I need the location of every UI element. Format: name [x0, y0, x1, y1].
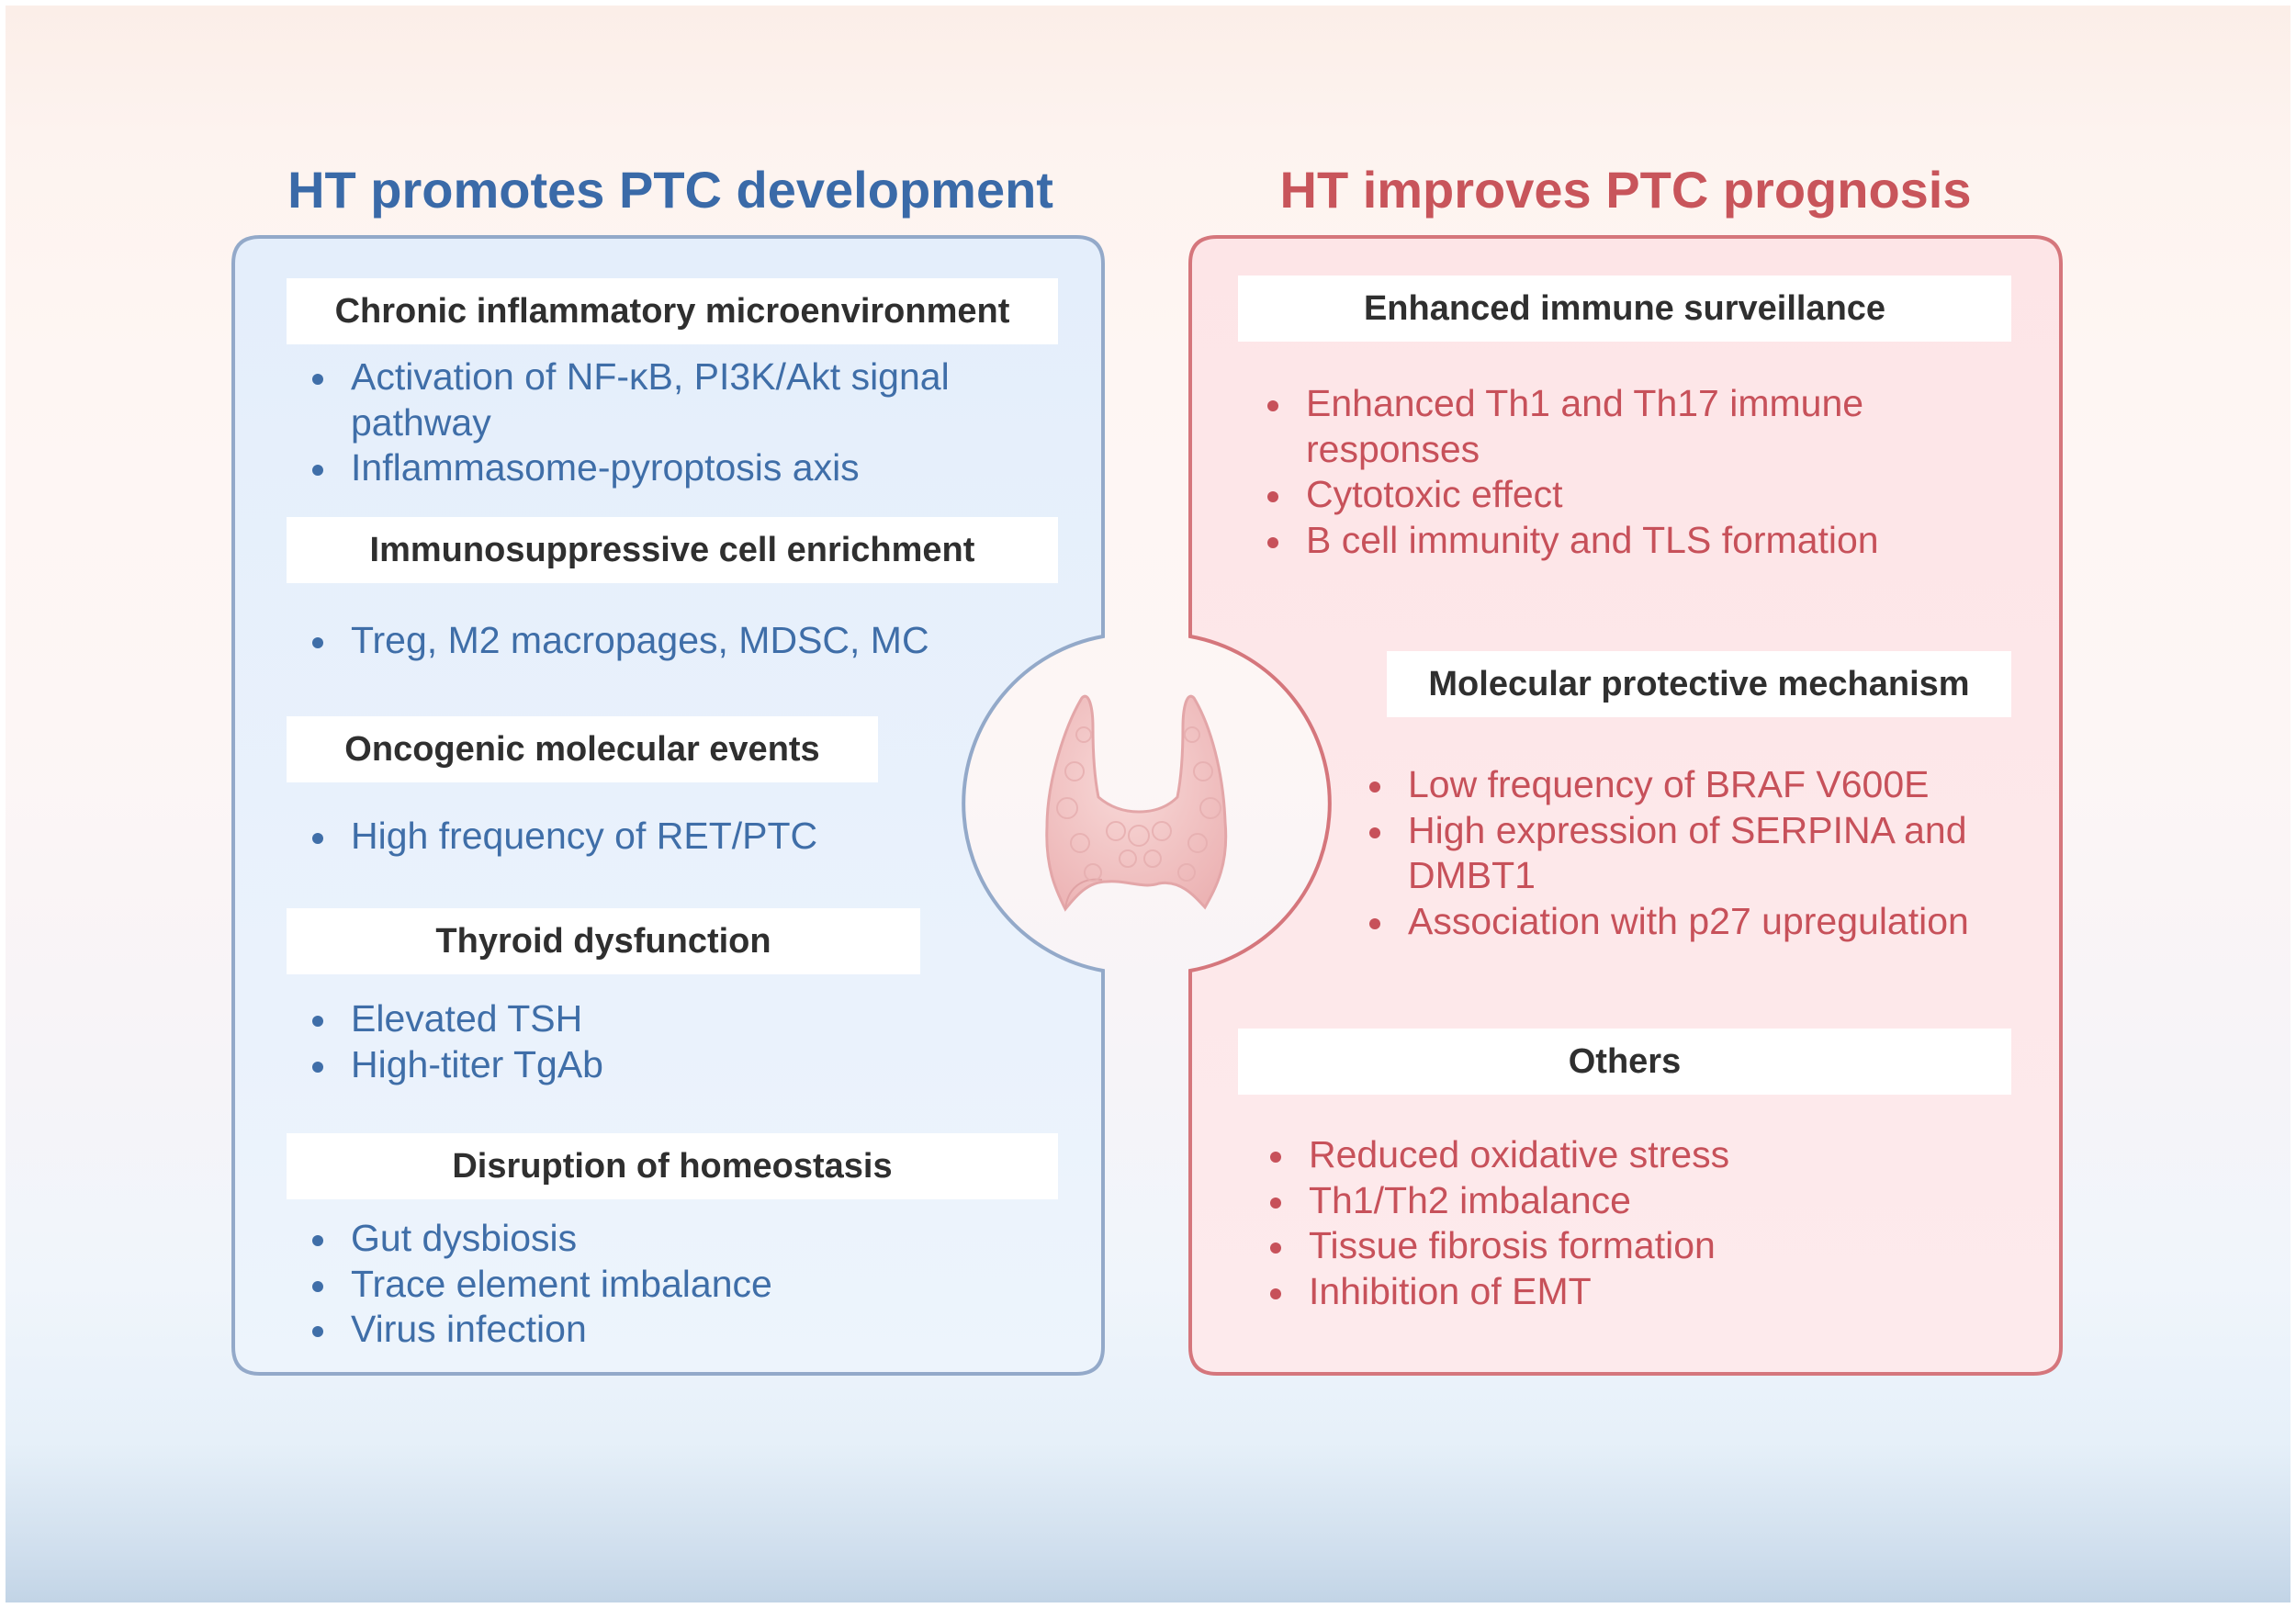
left-section-list-4: Elevated TSH High-titer TgAb [310, 996, 1044, 1087]
right-section-list-2: Low frequency of BRAF V600E High express… [1367, 762, 2028, 944]
right-panel-title: HT improves PTC prognosis [1279, 161, 1972, 219]
list-item: Low frequency of BRAF V600E [1367, 762, 2028, 808]
list-item: High expression of SERPINA and DMBT1 [1367, 808, 2028, 899]
left-section-header-1: Chronic inflammatory microenvironment [287, 278, 1058, 344]
right-section-list-1: Enhanced Th1 and Th17 immune responses C… [1265, 381, 1999, 563]
left-section-header-4: Thyroid dysfunction [287, 908, 920, 974]
left-panel-title: HT promotes PTC development [287, 161, 1053, 219]
left-section-list-2: Treg, M2 macropages, MDSC, MC [310, 618, 1044, 664]
thyroid-gland-icon [1045, 694, 1228, 912]
list-item: Tissue fibrosis formation [1267, 1223, 2002, 1269]
right-section-header-1: Enhanced immune surveillance [1238, 275, 2011, 342]
left-section-header-3: Oncogenic molecular events [287, 716, 878, 782]
left-section-list-5: Gut dysbiosis Trace element imbalance Vi… [310, 1216, 1044, 1353]
right-section-header-2: Molecular protective mechanism [1387, 651, 2011, 717]
list-item: Gut dysbiosis [310, 1216, 1044, 1262]
list-item: Trace element imbalance [310, 1262, 1044, 1308]
list-item: Reduced oxidative stress [1267, 1132, 2002, 1178]
right-section-header-3: Others [1238, 1029, 2011, 1095]
list-item: B cell immunity and TLS formation [1265, 518, 1999, 564]
list-item: High frequency of RET/PTC [310, 814, 1044, 860]
right-section-list-3: Reduced oxidative stress Th1/Th2 imbalan… [1267, 1132, 2002, 1314]
list-item: Enhanced Th1 and Th17 immune responses [1265, 381, 1999, 472]
list-item: Virus infection [310, 1307, 1044, 1353]
list-item: Inflammasome-pyroptosis axis [310, 445, 1044, 491]
list-item: High-titer TgAb [310, 1042, 1044, 1088]
left-section-header-5: Disruption of homeostasis [287, 1133, 1058, 1199]
list-item: Association with p27 upregulation [1367, 899, 2028, 945]
list-item: Activation of NF-κB, PI3K/Akt signal pat… [310, 354, 1044, 445]
list-item: Inhibition of EMT [1267, 1269, 2002, 1315]
left-section-list-1: Activation of NF-κB, PI3K/Akt signal pat… [310, 354, 1044, 491]
left-section-header-2: Immunosuppressive cell enrichment [287, 517, 1058, 583]
left-section-list-3: High frequency of RET/PTC [310, 814, 1044, 860]
list-item: Treg, M2 macropages, MDSC, MC [310, 618, 1044, 664]
list-item: Elevated TSH [310, 996, 1044, 1042]
list-item: Th1/Th2 imbalance [1267, 1178, 2002, 1224]
list-item: Cytotoxic effect [1265, 472, 1999, 518]
